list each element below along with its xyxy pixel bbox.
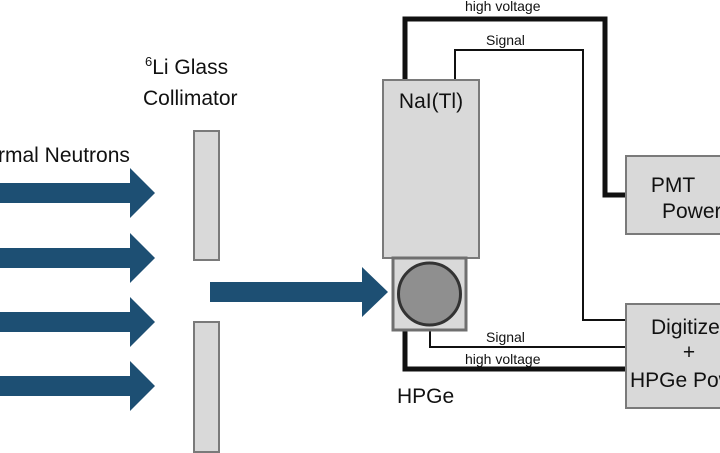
nai-signal-label: Signal xyxy=(486,32,525,48)
hpge-high-voltage-label: high voltage xyxy=(465,351,541,367)
li-glass-text: Li Glass xyxy=(152,56,228,79)
hpge-signal-label: Signal xyxy=(486,329,525,345)
neutron-arrow xyxy=(0,168,155,218)
hpge-high-voltage-wire xyxy=(402,330,628,372)
nai-signal-wire xyxy=(454,49,628,321)
neutron-arrows xyxy=(0,168,155,411)
wiring xyxy=(402,16,628,372)
collimator-bar-upper xyxy=(193,130,220,261)
nai-detector xyxy=(382,79,480,259)
neutron-arrow xyxy=(0,361,155,411)
neutron-arrow xyxy=(0,233,155,283)
neutron-arrow xyxy=(0,297,155,347)
li-superscript: 6 xyxy=(145,54,152,69)
pmt-power-line2: Power xyxy=(662,200,720,223)
digitizer-box xyxy=(625,303,720,409)
li-glass-label: 6Li Glass xyxy=(145,54,228,79)
nai-label: NaI(Tl) xyxy=(399,90,463,113)
pmt-power-line1: PMT xyxy=(651,174,696,197)
hpge-label: HPGe xyxy=(397,385,454,408)
collimator-label: Collimator xyxy=(143,87,238,110)
collimated-beam-arrow xyxy=(210,267,388,317)
nai-high-voltage-label: high voltage xyxy=(465,0,541,14)
digitizer-line3: HPGe Pow xyxy=(630,369,720,392)
pmt-power-box xyxy=(625,155,720,235)
thermal-neutrons-label: rmal Neutrons xyxy=(0,144,130,167)
nai-high-voltage-wire xyxy=(402,16,628,198)
digitizer-line1: Digitize xyxy=(651,316,720,339)
digitizer-line2: + xyxy=(683,341,695,364)
hpge-crystal xyxy=(397,261,462,327)
hpge-signal-wire xyxy=(429,330,628,348)
collimator-bar-lower xyxy=(193,321,220,453)
